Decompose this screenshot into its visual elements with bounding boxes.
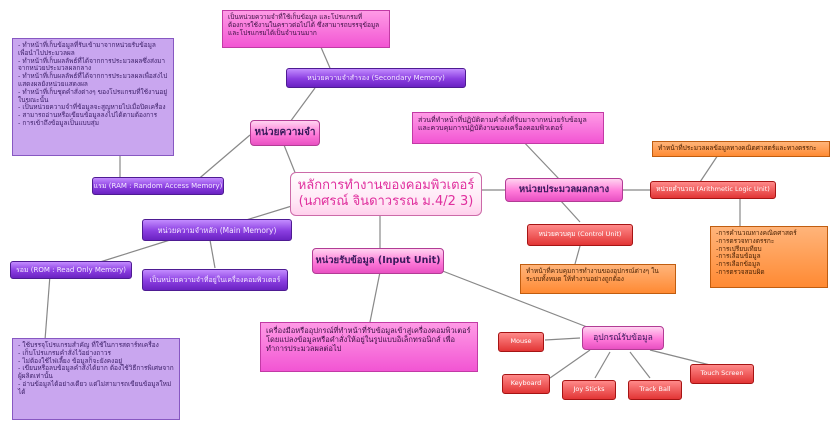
cpu-desc: ส่วนที่ทำหน้าที่ปฏิบัติตามคำสั่งที่รับมา… bbox=[412, 112, 604, 144]
alu-node: หน่วยคำนวณ (Arithmetic Logic Unit) bbox=[650, 181, 776, 199]
connector-memory-ram bbox=[194, 134, 251, 183]
connector-devices-keyboard bbox=[549, 349, 591, 379]
alu-desc: ทำหน้าที่ประมวลผลข้อมูลทางคณิตศาสตร์และท… bbox=[652, 141, 830, 157]
input-label: หน่วยรับข้อมูล (Input Unit) bbox=[315, 255, 441, 267]
connector-devices-touch bbox=[649, 349, 711, 366]
connector-cpu-desc bbox=[519, 137, 561, 181]
secondary-memory-label: หน่วยความจำสำรอง (Secondary Memory) bbox=[307, 73, 445, 82]
secondary-memory-desc-text: เป็นหน่วยความจำที่ใช้เก็บข้อมูล และโปรแก… bbox=[228, 13, 380, 37]
device-joy-sticks-label: Joy Sticks bbox=[573, 385, 605, 394]
rom-note-2: - เก็บโปรแกรมคำสั่งไว้อย่างถาวร bbox=[18, 348, 112, 357]
device-track-ball-label: Track Ball bbox=[639, 385, 671, 394]
connector-devices-mouse bbox=[544, 337, 581, 341]
control-unit-desc: ทำหน้าที่ควบคุมการทำงานของอุปกรณ์ต่างๆ ใ… bbox=[520, 264, 676, 294]
ram-note-5: - เป็นหน่วยความจำที่ข้อมูลจะสูญหายไปเมื่… bbox=[18, 103, 166, 112]
ram-note-1: - ทำหน้าที่เก็บข้อมูลที่รับเข้ามาจากหน่ว… bbox=[18, 41, 156, 57]
connector-input-devices bbox=[439, 269, 601, 333]
input-devices-label: อุปกรณ์รับข้อมูล bbox=[593, 332, 653, 343]
alu-op-2: -การตรวจทางตรรกะ bbox=[716, 236, 775, 245]
alu-op-1: -การคำนวณทางคณิตศาสตร์ bbox=[716, 229, 797, 237]
cpu-label: หน่วยประมวลผลกลาง bbox=[518, 184, 610, 196]
connector-alu-desc bbox=[699, 151, 721, 183]
device-keyboard: Keyboard bbox=[502, 374, 550, 394]
input-desc-text: เครื่องมือหรืออุปกรณ์ที่ทำหน้าที่รับข้อม… bbox=[266, 326, 471, 353]
device-mouse-label: Mouse bbox=[510, 337, 532, 346]
ram-notes: - ทำหน้าที่เก็บข้อมูลที่รับเข้ามาจากหน่ว… bbox=[12, 38, 174, 156]
connector-main-rom bbox=[99, 239, 171, 263]
alu-op-6: -การตรวจสอบผิด bbox=[716, 267, 765, 276]
connector-secondary-desc bbox=[319, 44, 331, 69]
alu-label: หน่วยคำนวณ (Arithmetic Logic Unit) bbox=[656, 185, 770, 194]
ram-note-4: - ทำหน้าที่เก็บชุดคำสั่งต่างๆ ของโปรแกรม… bbox=[18, 87, 168, 104]
control-unit-desc-text: ทำหน้าที่ควบคุมการทำงานของอุปกรณ์ต่างๆ ใ… bbox=[526, 267, 659, 283]
rom-note-5: - อ่านข้อมูลได้อย่างเดียว แต่ไม่สามารถเข… bbox=[18, 379, 172, 396]
connector-memory-secondary bbox=[289, 87, 316, 123]
device-joy-sticks: Joy Sticks bbox=[562, 380, 616, 400]
cpu-node: หน่วยประมวลผลกลาง bbox=[505, 178, 623, 202]
main-memory-label: หน่วยความจำหลัก (Main Memory) bbox=[157, 225, 277, 235]
ram-label: แรม (RAM : Random Access Memory) bbox=[93, 181, 223, 190]
rom-note-4: - เขียนหรือลบข้อมูลคำสั่งได้ยาก ต้องใช้ว… bbox=[18, 364, 174, 381]
input-desc: เครื่องมือหรืออุปกรณ์ที่ทำหน้าที่รับข้อม… bbox=[260, 322, 478, 372]
device-mouse: Mouse bbox=[498, 332, 544, 352]
memory-label: หน่วยความจำ bbox=[254, 127, 316, 138]
main-memory-node: หน่วยความจำหลัก (Main Memory) bbox=[142, 219, 292, 241]
ram-note-2: - ทำหน้าที่เก็บผลลัพธ์ที่ได้จากการประมวล… bbox=[18, 56, 166, 73]
rom-notes: - ใช้บรรจุโปรแกรมสำคัญ ที่ใช้ในการสตาร์ท… bbox=[12, 338, 180, 420]
connector-input-desc bbox=[369, 271, 381, 323]
rom-note-3: - ไม่ต้องใช้ไฟเลี้ยง ข้อมูลก็จะยังคงอยู่ bbox=[18, 356, 123, 365]
control-unit-label: หน่วยควบคุม (Control Unit) bbox=[538, 230, 622, 239]
memory-node: หน่วยความจำ bbox=[250, 120, 320, 146]
device-touch-screen: Touch Screen bbox=[690, 364, 754, 384]
ram-note-7: - การเข้าถึงข้อมูลเป็นแบบสุ่ม bbox=[18, 118, 100, 127]
alu-desc-text: ทำหน้าที่ประมวลผลข้อมูลทางคณิตศาสตร์และท… bbox=[658, 144, 817, 152]
connector-devices-track bbox=[629, 351, 651, 379]
ram-note-6: - สามารถอ่านหรือเขียนข้อมูลลงไปได้ตามต้อ… bbox=[18, 111, 158, 120]
central-title: หลักการทำงานของคอมพิวเตอร์ (นภศรณ์ จินดา… bbox=[290, 172, 482, 216]
device-track-ball: Track Ball bbox=[628, 380, 682, 400]
alu-op-4: -การเลื่อนข้อมูล bbox=[716, 252, 761, 261]
ram-node: แรม (RAM : Random Access Memory) bbox=[92, 177, 224, 195]
rom-label: รอม (ROM : Read Only Memory) bbox=[15, 265, 127, 274]
rom-node: รอม (ROM : Read Only Memory) bbox=[10, 261, 132, 279]
alu-op-3: -การเปรียบเทียบ bbox=[716, 244, 762, 253]
connector-devices-joy bbox=[594, 351, 611, 379]
connector-main-desc bbox=[209, 239, 216, 269]
connector-cpu-control bbox=[559, 199, 581, 223]
device-keyboard-label: Keyboard bbox=[510, 379, 542, 388]
cpu-desc-text: ส่วนที่ทำหน้าที่ปฏิบัติตามคำสั่งที่รับมา… bbox=[418, 116, 587, 133]
input-devices-node: อุปกรณ์รับข้อมูล bbox=[582, 326, 664, 350]
alu-op-5: -การเลือกข้อมูล bbox=[716, 260, 761, 269]
main-memory-desc-text: เป็นหน่วยความจำที่อยู่ในเครื่องคอมพิวเตอ… bbox=[149, 275, 281, 284]
ram-note-3: - ทำหน้าที่เก็บผลลัพธ์ที่ได้จากการประมวล… bbox=[18, 72, 168, 88]
secondary-memory-desc: เป็นหน่วยความจำที่ใช้เก็บข้อมูล และโปรแก… bbox=[222, 10, 390, 48]
connector-rom-notes bbox=[44, 274, 51, 341]
main-memory-desc: เป็นหน่วยความจำที่อยู่ในเครื่องคอมพิวเตอ… bbox=[142, 269, 288, 291]
control-unit-node: หน่วยควบคุม (Control Unit) bbox=[527, 224, 633, 246]
input-node: หน่วยรับข้อมูล (Input Unit) bbox=[312, 248, 444, 274]
central-title-line1: หลักการทำงานของคอมพิวเตอร์ bbox=[297, 178, 475, 193]
alu-ops: -การคำนวณทางคณิตศาสตร์ -การตรวจทางตรรกะ … bbox=[710, 226, 828, 288]
rom-note-1: - ใช้บรรจุโปรแกรมสำคัญ ที่ใช้ในการสตาร์ท… bbox=[18, 341, 159, 349]
secondary-memory-node: หน่วยความจำสำรอง (Secondary Memory) bbox=[286, 68, 466, 88]
device-touch-screen-label: Touch Screen bbox=[700, 369, 744, 378]
connector-control-desc bbox=[574, 245, 581, 265]
central-title-line2: (นภศรณ์ จินดาวรรณ ม.4/2 3) bbox=[298, 193, 474, 209]
